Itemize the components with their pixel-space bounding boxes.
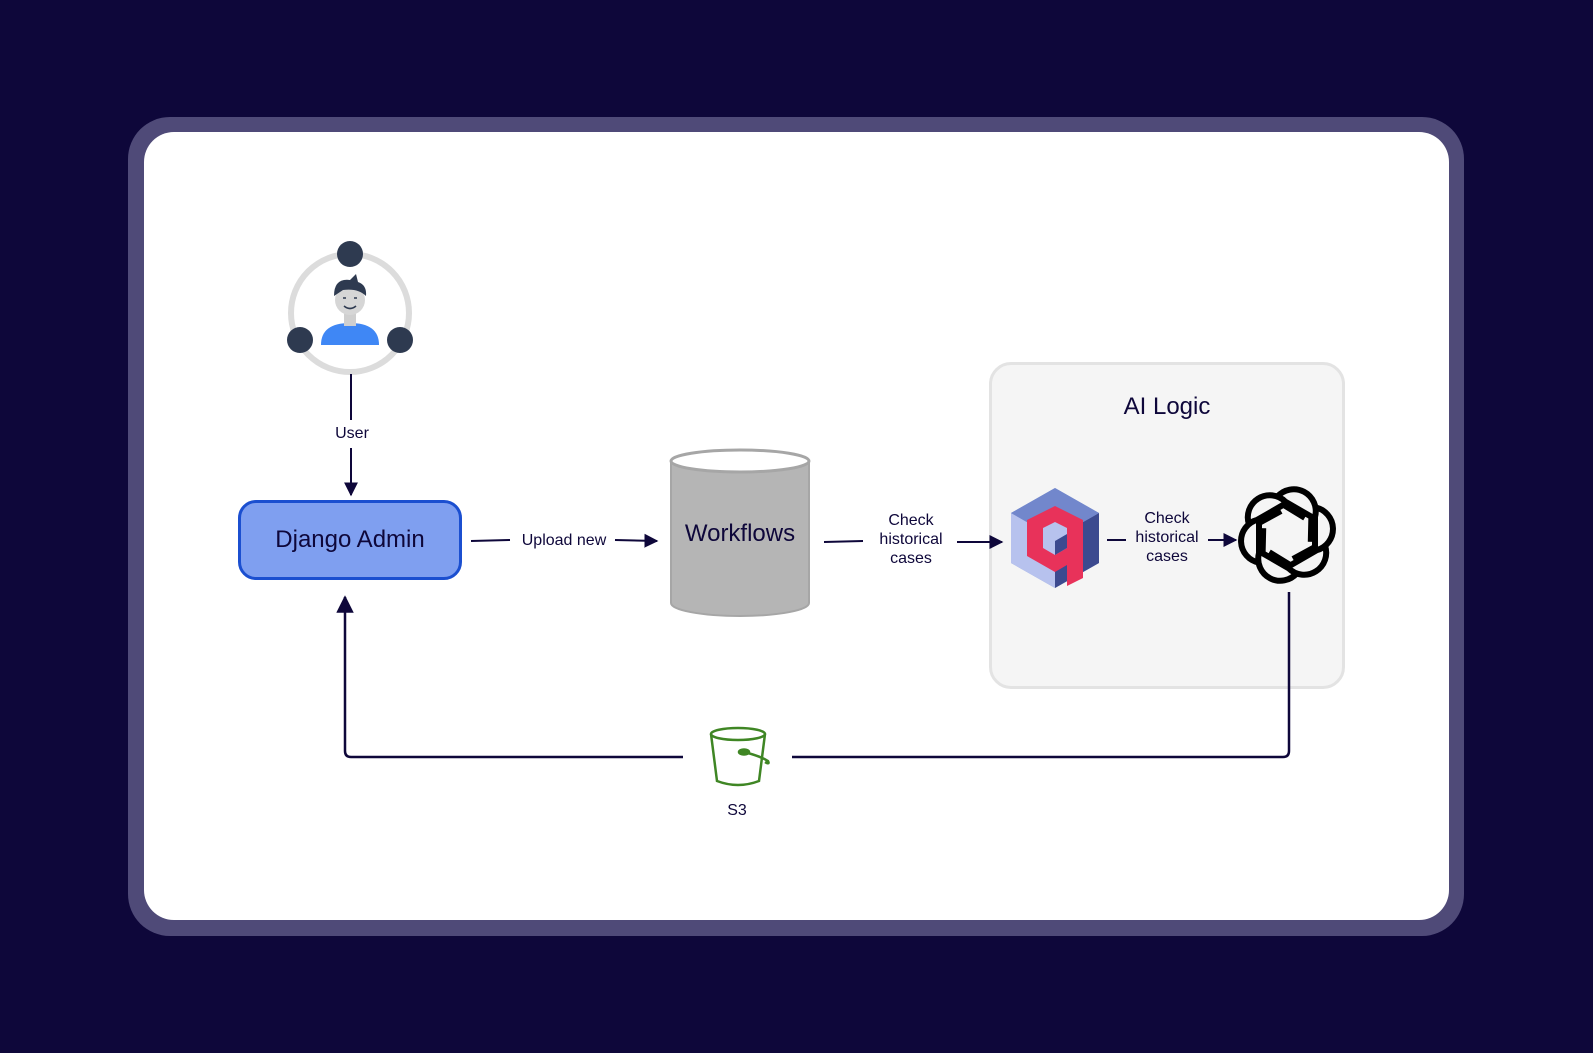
s3-node-label: S3 bbox=[727, 802, 747, 819]
django-admin-node[interactable]: Django Admin bbox=[238, 500, 462, 580]
openai-logo-icon bbox=[1238, 486, 1336, 584]
user-edge-label: User bbox=[335, 425, 369, 442]
user-network-icon bbox=[287, 241, 413, 375]
cylinder-database-icon bbox=[669, 448, 811, 617]
return-line-right bbox=[792, 592, 1291, 759]
s3-bucket-icon bbox=[709, 726, 770, 787]
ai-logic-title: AI Logic bbox=[1123, 393, 1211, 420]
check-edge-label-1: Check historical cases bbox=[879, 512, 943, 567]
check-edge-label-2: Check historical cases bbox=[1135, 510, 1199, 565]
upload-line-left bbox=[470, 539, 511, 542]
upload-edge-label: Upload new bbox=[521, 532, 607, 549]
workflows-node-label: Workflows bbox=[684, 520, 796, 547]
qdrant-logo-icon bbox=[1011, 488, 1099, 588]
return-arrow-left bbox=[336, 595, 683, 759]
upload-arrow bbox=[614, 533, 659, 548]
check-line-left-1 bbox=[823, 540, 864, 543]
